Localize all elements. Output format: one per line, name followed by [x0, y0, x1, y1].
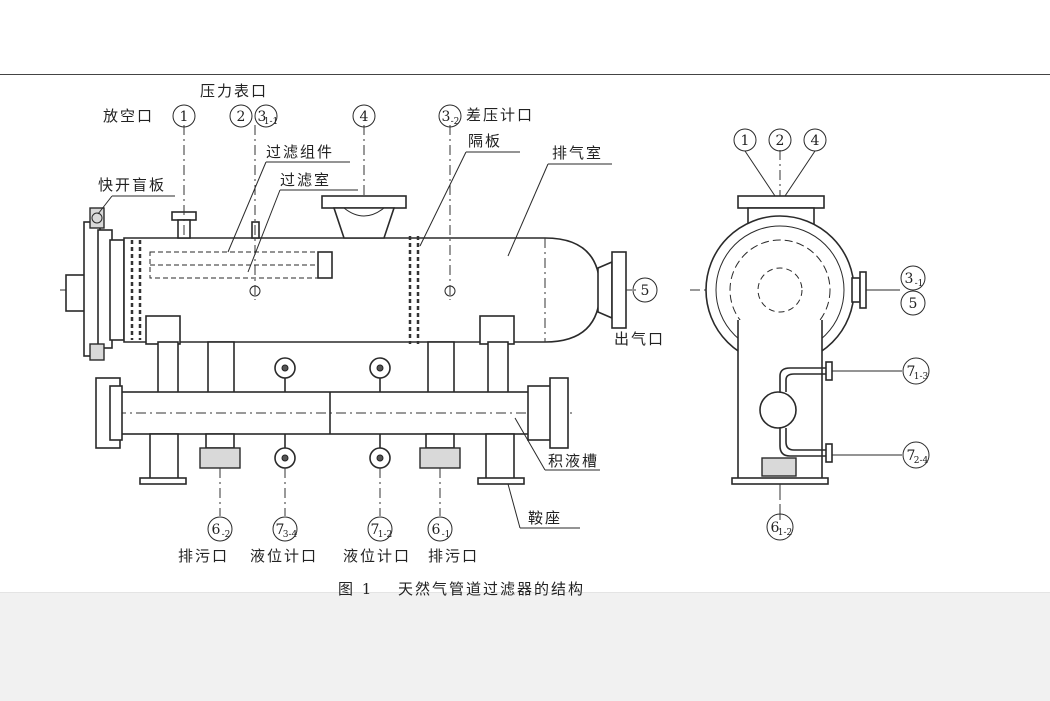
- svg-text:3: 3: [905, 271, 914, 287]
- svg-text:1: 1: [180, 109, 189, 125]
- svg-text:4: 4: [360, 109, 369, 125]
- vessel-shell: [123, 237, 601, 343]
- side-marker-2: 2: [768, 128, 792, 152]
- side-marker-4: 4: [803, 128, 827, 152]
- svg-text:3: 3: [258, 109, 267, 125]
- svg-text:1-1: 1-1: [264, 117, 279, 127]
- label-filter-element: 过滤组件: [266, 143, 334, 161]
- side-marker-5: 5: [900, 290, 926, 316]
- quick-open-blind: [65, 207, 125, 361]
- svg-text:3-4: 3-4: [283, 530, 298, 540]
- svg-text:7: 7: [907, 364, 916, 380]
- label-saddle: 鞍座: [528, 509, 562, 527]
- drain-valve-left: [199, 433, 241, 469]
- svg-text:1-2: 1-2: [778, 528, 793, 538]
- marker-3-1: 3 1-1: [254, 104, 279, 128]
- label-drain-port-left: 排污口: [178, 547, 229, 565]
- svg-text:6: 6: [212, 522, 221, 538]
- svg-text:5: 5: [909, 296, 918, 312]
- side-marker-7-2-4: 7 2-4: [902, 441, 930, 469]
- saddle-support-right: [479, 315, 515, 345]
- svg-text:6: 6: [432, 522, 441, 538]
- label-quick-open-blind: 快开盲板: [98, 176, 166, 194]
- label-gas-outlet: 出气口: [614, 330, 665, 348]
- svg-text:-2: -2: [451, 117, 460, 127]
- footer-band: [0, 592, 1050, 701]
- side-marker-1: 1: [733, 128, 757, 152]
- marker-3-2: 3 -2: [438, 104, 462, 128]
- svg-text:7: 7: [907, 448, 916, 464]
- side-marker-3-1: 3 -1: [900, 265, 926, 291]
- label-liquid-sump: 积液槽: [548, 452, 599, 470]
- saddle-foot-left: [149, 433, 179, 481]
- marker-7-3-4: 7 3-4: [272, 516, 298, 542]
- label-diff-pressure-port: 差压计口: [466, 106, 534, 124]
- front-view: 1 2 3 1-1 4 3 -2 5 6 -2: [60, 82, 665, 565]
- marker-6-1: 6 -1: [427, 516, 453, 542]
- label-vent-port: 放空口: [103, 107, 154, 125]
- filter-element: [149, 251, 333, 279]
- svg-text:3: 3: [442, 109, 451, 125]
- inlet-nozzle: [321, 195, 407, 239]
- svg-text:6: 6: [771, 520, 780, 536]
- label-level-gauge-port-left: 液位计口: [250, 547, 318, 565]
- label-exhaust-chamber: 排气室: [552, 144, 603, 162]
- svg-text:1-3: 1-3: [914, 372, 929, 382]
- svg-text:1: 1: [741, 133, 750, 149]
- svg-text:2: 2: [776, 133, 785, 149]
- svg-text:-1: -1: [915, 279, 924, 289]
- top-divider-line: [0, 74, 1050, 75]
- marker-6-2: 6 -2: [207, 516, 233, 542]
- svg-text:1-2: 1-2: [378, 530, 393, 540]
- filter-structure-diagram: 1 2 3 1-1 4 3 -2 5 6 -2: [60, 82, 930, 598]
- level-gauge-valve-lower-left: [274, 434, 296, 469]
- saddle-support-left: [145, 315, 181, 345]
- side-marker-6-1-2: 6 1-2: [766, 513, 794, 541]
- label-drain-port-right: 排污口: [428, 547, 479, 565]
- outlet-nozzle: [597, 251, 627, 329]
- svg-text:7: 7: [276, 522, 285, 538]
- side-marker-7-1-3: 7 1-3: [902, 357, 930, 385]
- caption-title: 天然气管道过滤器的结构: [398, 580, 585, 598]
- level-gauge-valve-upper-right: [369, 357, 391, 392]
- marker-1: 1: [172, 104, 196, 128]
- side-view: 1 2 4 3 -1 5 7 1-3 7 2-4: [690, 128, 930, 541]
- label-partition: 隔板: [468, 132, 502, 150]
- marker-4: 4: [352, 104, 376, 128]
- svg-text:-1: -1: [442, 530, 451, 540]
- level-gauge-valve-lower-right: [369, 434, 391, 469]
- marker-2: 2: [229, 104, 253, 128]
- svg-text:4: 4: [811, 133, 820, 149]
- liquid-sump: [95, 377, 575, 449]
- label-pressure-gauge-port: 压力表口: [200, 82, 268, 100]
- drain-valve-right: [419, 433, 461, 469]
- svg-text:2-4: 2-4: [914, 456, 929, 466]
- svg-text:7: 7: [371, 522, 380, 538]
- svg-text:2: 2: [237, 109, 246, 125]
- svg-text:5: 5: [641, 283, 650, 299]
- caption-number: 图 1: [338, 580, 373, 598]
- marker-7-1-2: 7 1-2: [367, 516, 393, 542]
- saddle-foot-right: [485, 433, 515, 481]
- label-filter-chamber: 过滤室: [280, 171, 331, 189]
- level-gauge-valve-upper-left: [274, 357, 296, 392]
- marker-5: 5: [626, 277, 658, 303]
- label-level-gauge-port-right: 液位计口: [343, 547, 411, 565]
- svg-text:-2: -2: [222, 530, 231, 540]
